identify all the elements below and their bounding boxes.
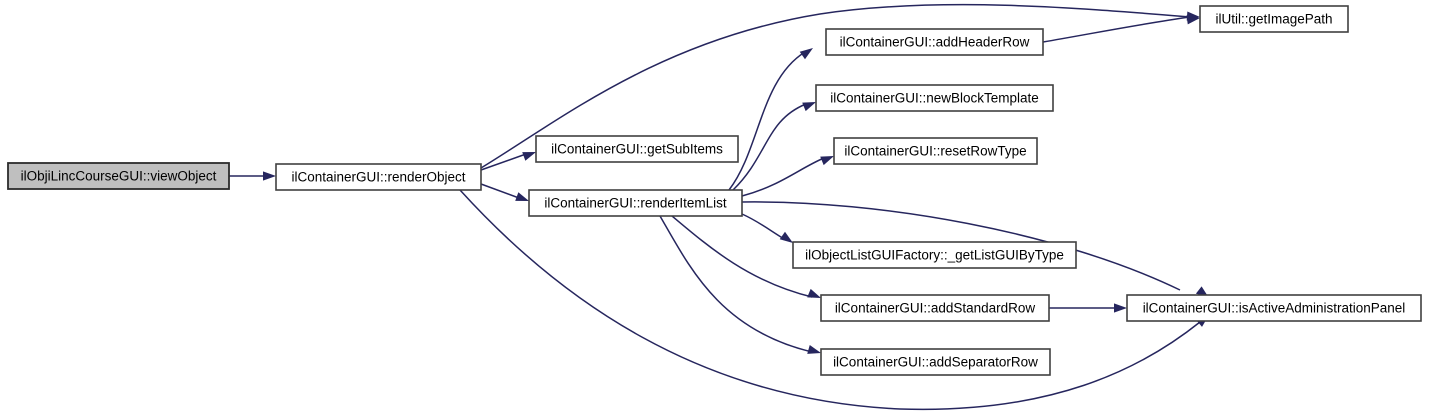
arrowhead-icon bbox=[802, 102, 816, 112]
node-resetRowType[interactable]: ilContainerGUI::resetRowType bbox=[833, 137, 1038, 165]
edge-renderObject-to-getSubItems bbox=[480, 153, 527, 171]
node-newBlockTemplate[interactable]: ilContainerGUI::newBlockTemplate bbox=[815, 84, 1054, 112]
node-box[interactable] bbox=[1126, 294, 1422, 322]
node-box[interactable] bbox=[820, 348, 1051, 376]
edge-renderObject-to-getImagePath bbox=[480, 3, 1191, 169]
arrowhead-icon bbox=[807, 344, 821, 354]
node-box[interactable] bbox=[815, 84, 1054, 112]
arrowheads-layer bbox=[263, 11, 1209, 354]
arrowhead-icon bbox=[515, 192, 529, 201]
edge-renderObject-to-isActiveAdmin bbox=[459, 189, 1201, 411]
node-addHeaderRow[interactable]: ilContainerGUI::addHeaderRow bbox=[825, 28, 1044, 56]
node-box[interactable] bbox=[792, 241, 1077, 269]
node-isActiveAdmin[interactable]: ilContainerGUI::isActiveAdministrationPa… bbox=[1126, 294, 1422, 322]
node-box[interactable] bbox=[528, 189, 743, 217]
node-box[interactable] bbox=[833, 137, 1038, 165]
edge-addHeaderRow-to-getImagePath bbox=[1042, 16, 1191, 43]
node-label: ilContainerGUI::renderItemList bbox=[544, 196, 727, 211]
node-label: ilContainerGUI::addHeaderRow bbox=[840, 35, 1030, 50]
node-label: ilContainerGUI::getSubItems bbox=[551, 142, 723, 157]
arrowhead-icon bbox=[779, 231, 793, 243]
node-label: ilContainerGUI::addStandardRow bbox=[835, 301, 1036, 316]
node-label: ilContainerGUI::resetRowType bbox=[844, 144, 1026, 159]
node-box[interactable] bbox=[1199, 5, 1349, 33]
node-label: ilUtil::getImagePath bbox=[1215, 12, 1332, 27]
node-renderObject[interactable]: ilContainerGUI::renderObject bbox=[275, 163, 482, 191]
node-viewObject[interactable]: ilObjiLincCourseGUI::viewObject bbox=[7, 162, 230, 190]
arrowhead-icon bbox=[820, 156, 834, 166]
node-label: ilContainerGUI::isActiveAdministrationPa… bbox=[1143, 301, 1406, 316]
node-getImagePath[interactable]: ilUtil::getImagePath bbox=[1199, 5, 1349, 33]
arrowhead-icon bbox=[1186, 15, 1200, 25]
node-label: ilContainerGUI::renderObject bbox=[291, 170, 465, 185]
edge-renderItemList-to-addHeaderRow bbox=[728, 51, 806, 191]
node-addStandardRow[interactable]: ilContainerGUI::addStandardRow bbox=[820, 294, 1050, 322]
node-getListGUIByType[interactable]: ilObjectListGUIFactory::_getListGUIByTyp… bbox=[792, 241, 1077, 269]
edge-renderObject-to-renderItemList bbox=[480, 183, 520, 199]
edge-renderItemList-to-addStandardRow bbox=[671, 215, 813, 298]
edge-renderItemList-to-isActiveAdmin bbox=[741, 201, 1181, 291]
edge-renderItemList-to-newBlockTemplate bbox=[732, 103, 807, 191]
arrowhead-icon bbox=[807, 288, 821, 298]
node-label: ilContainerGUI::addSeparatorRow bbox=[833, 355, 1038, 370]
node-label: ilObjectListGUIFactory::_getListGUIByTyp… bbox=[805, 248, 1064, 263]
edges-layer bbox=[229, 3, 1201, 411]
edge-renderItemList-to-addSeparatorRow bbox=[659, 215, 813, 353]
node-box[interactable] bbox=[535, 135, 739, 163]
node-box[interactable] bbox=[820, 294, 1050, 322]
node-getSubItems[interactable]: ilContainerGUI::getSubItems bbox=[535, 135, 739, 163]
arrowhead-icon bbox=[799, 48, 813, 60]
node-box[interactable] bbox=[7, 162, 230, 190]
node-label: ilObjiLincCourseGUI::viewObject bbox=[21, 169, 217, 184]
edge-renderItemList-to-getListGUIByType bbox=[741, 213, 787, 241]
arrowhead-icon bbox=[1114, 303, 1127, 313]
node-renderItemList[interactable]: ilContainerGUI::renderItemList bbox=[528, 189, 743, 217]
node-box[interactable] bbox=[275, 163, 482, 191]
node-box[interactable] bbox=[825, 28, 1044, 56]
arrowhead-icon bbox=[522, 152, 536, 161]
arrowhead-icon bbox=[263, 171, 276, 181]
edge-renderItemList-to-resetRowType bbox=[741, 157, 825, 197]
node-label: ilContainerGUI::newBlockTemplate bbox=[830, 91, 1039, 106]
node-addSeparatorRow[interactable]: ilContainerGUI::addSeparatorRow bbox=[820, 348, 1051, 376]
